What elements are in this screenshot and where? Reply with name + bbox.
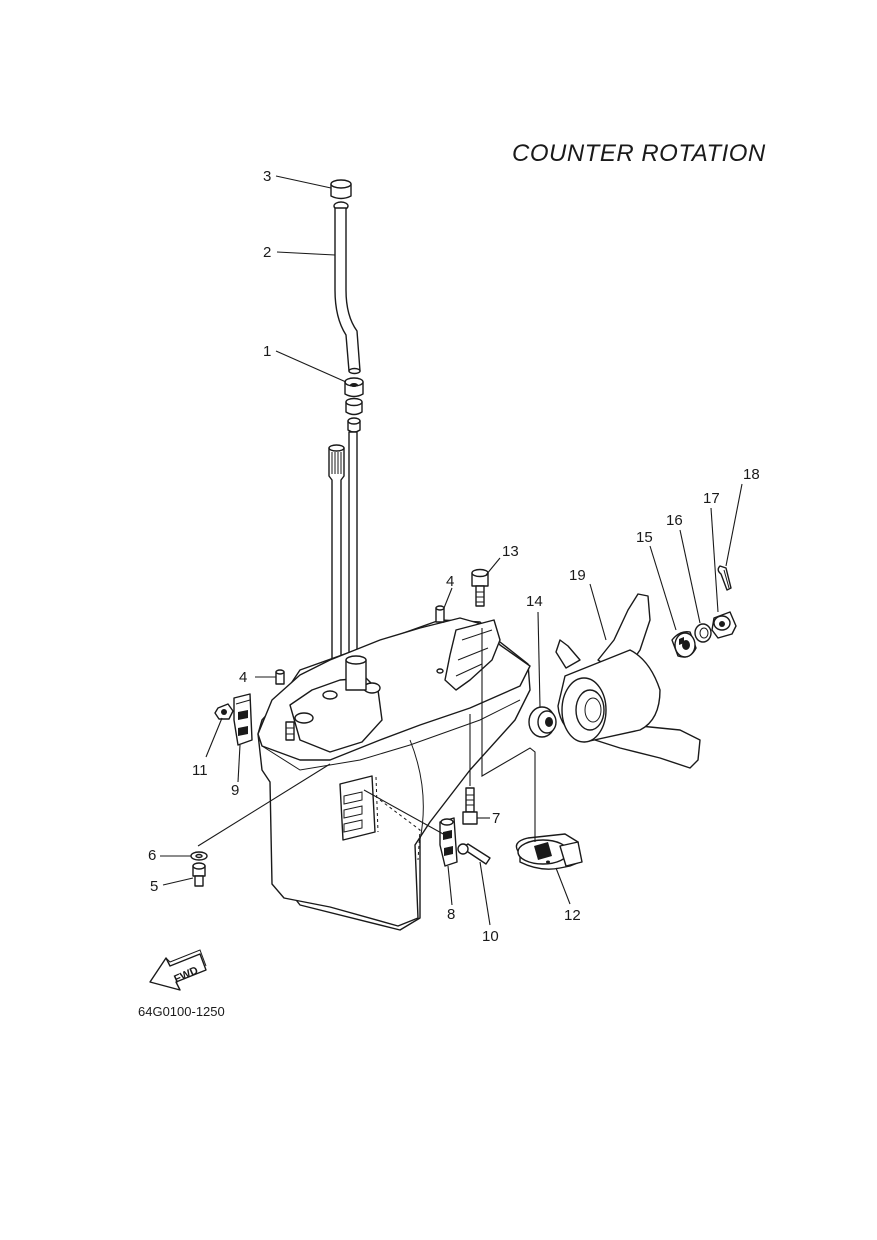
callout-4-left: 4 (239, 669, 247, 686)
part-7-bolt[interactable] (462, 787, 478, 825)
callout-16: 16 (666, 512, 683, 529)
part-19-propeller[interactable] (555, 593, 701, 769)
callout-5: 5 (150, 878, 158, 895)
part-14-spacer[interactable] (528, 706, 557, 738)
drawing-code: 64G0100-1250 (138, 1004, 225, 1019)
callout-2: 2 (263, 244, 271, 261)
callout-18: 18 (743, 466, 760, 483)
fwd-arrow-icon: FWD (149, 949, 207, 991)
callout-7: 7 (492, 810, 500, 827)
part-3-grommet[interactable] (330, 179, 352, 200)
part-12-trim-tab[interactable] (515, 833, 583, 870)
part-9-anode[interactable] (233, 693, 253, 746)
water-intake-grille (339, 775, 379, 841)
callout-15: 15 (636, 529, 653, 546)
page-title: COUNTER ROTATION (512, 140, 766, 167)
callout-6: 6 (148, 847, 156, 864)
part-6-washer[interactable] (190, 851, 208, 861)
part-15-spacer[interactable] (671, 630, 697, 658)
part-4-dowel-pin-right[interactable] (435, 605, 445, 623)
callout-19: 19 (569, 567, 586, 584)
callout-10: 10 (482, 928, 499, 945)
part-5-bolt[interactable] (192, 862, 206, 887)
part-17-nut[interactable] (711, 611, 737, 639)
anode-mount-stud (285, 721, 295, 741)
part-2-water-tube[interactable] (334, 207, 361, 372)
lower-casing (257, 617, 531, 931)
callout-4-right: 4 (446, 573, 454, 590)
callout-1: 1 (263, 343, 271, 360)
leader-lines (160, 175, 743, 926)
part-16-washer[interactable] (694, 623, 712, 643)
part-10-screw[interactable] (457, 843, 491, 865)
part-13-bolt[interactable] (471, 568, 489, 607)
callout-8: 8 (447, 906, 455, 923)
callout-17: 17 (703, 490, 720, 507)
callout-3: 3 (263, 168, 271, 185)
part-1-grommet[interactable] (344, 377, 364, 398)
callout-9: 9 (231, 782, 239, 799)
part-11-nut[interactable] (214, 703, 234, 720)
callout-11: 11 (192, 762, 208, 779)
part-4-dowel-pin-left[interactable] (275, 669, 285, 685)
part-18-cotter-pin[interactable] (717, 565, 732, 591)
part-8-anode[interactable] (439, 817, 458, 867)
callout-numbers: 3 2 1 4 4 13 11 9 6 5 7 8 10 12 14 19 15… (148, 168, 760, 945)
callout-12: 12 (564, 907, 581, 924)
callout-14: 14 (526, 593, 543, 610)
callout-13: 13 (502, 543, 519, 560)
water-tube-assembly (330, 179, 364, 433)
